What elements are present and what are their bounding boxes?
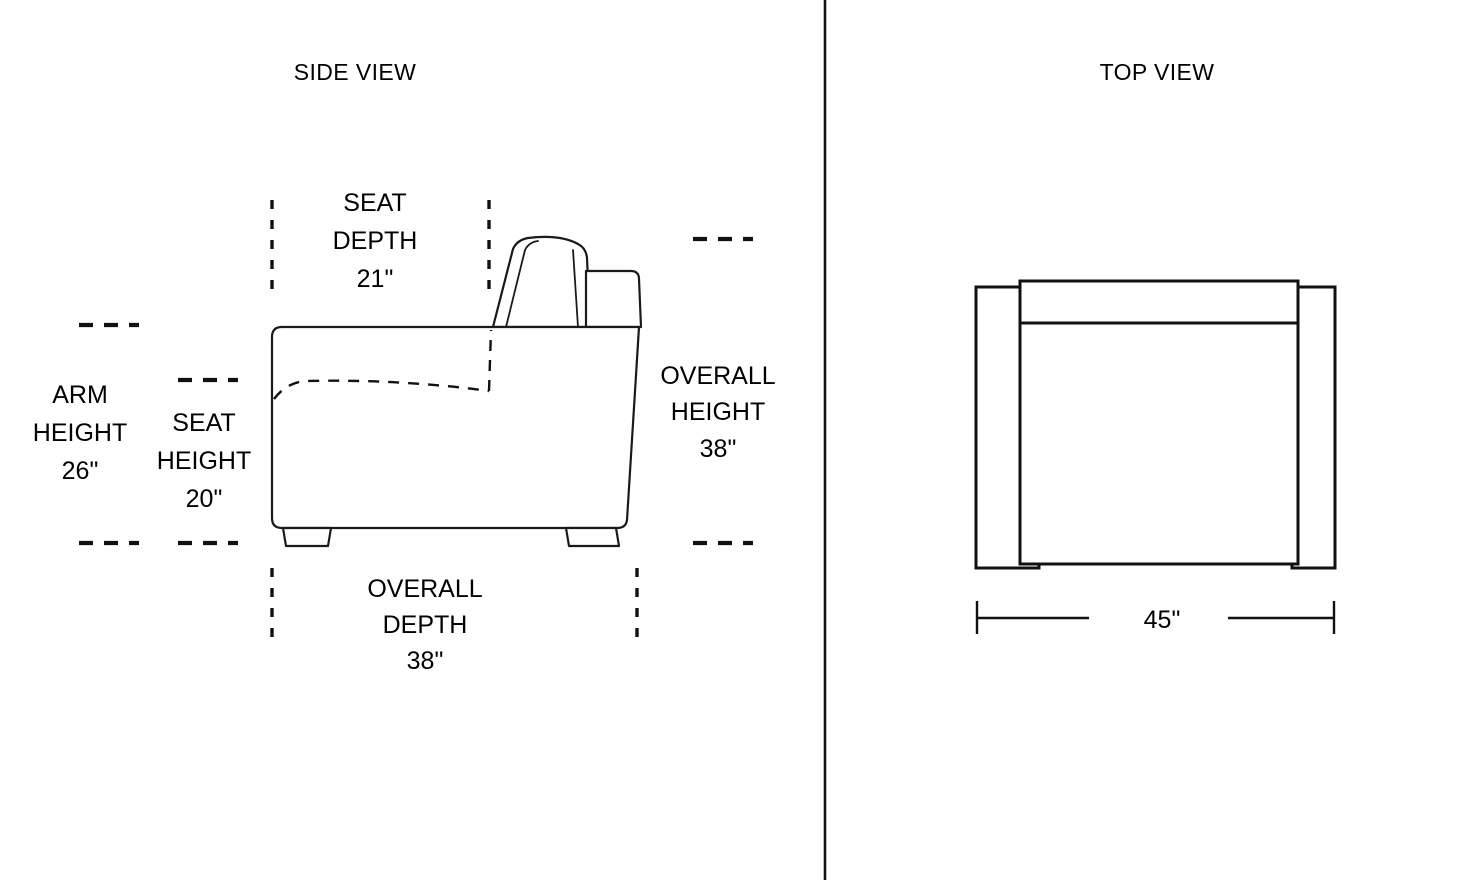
side-view-title: SIDE VIEW [294, 59, 416, 85]
seat-depth-label-group: SEAT DEPTH 21" [333, 189, 418, 293]
back-cushion-seam-right [572, 249, 579, 328]
seat-height-label-line1: SEAT [172, 409, 235, 437]
seat-depth-value: 21" [357, 265, 394, 293]
overall-height-label-line2: HEIGHT [671, 398, 765, 426]
top-view-width-dimension: 45" [975, 601, 1336, 634]
overall-depth-value: 38" [407, 647, 444, 675]
plan-seat-box [1018, 279, 1300, 566]
seat-depth-label-line2: DEPTH [333, 227, 418, 255]
overall-depth-label-line2: DEPTH [383, 611, 468, 639]
overall-depth-label-group: OVERALL DEPTH 38" [367, 575, 482, 675]
top-view-title: TOP VIEW [1100, 59, 1215, 85]
arm-height-label-group: ARM HEIGHT 26" [33, 381, 127, 485]
overall-height-value: 38" [700, 435, 737, 463]
hidden-seat-line [273, 379, 490, 400]
overall-depth-label-line1: OVERALL [367, 575, 482, 603]
seat-height-label-line2: HEIGHT [157, 447, 251, 475]
top-view-chair-plan [974, 279, 1337, 570]
back-cushion-outer [491, 235, 592, 329]
arm-height-label-line2: HEIGHT [33, 419, 127, 447]
arm-height-value: 26" [62, 457, 99, 485]
seat-height-label-group: SEAT HEIGHT 20" [157, 409, 251, 513]
front-leg [281, 526, 333, 548]
back-cushion-seam-left [505, 240, 539, 328]
seat-depth-label-line1: SEAT [343, 189, 406, 217]
top-view-width-value: 45" [1144, 606, 1181, 634]
seat-height-value: 20" [186, 485, 223, 513]
arm-body-panel [270, 325, 641, 530]
rear-leg [564, 526, 621, 548]
overall-height-label-group: OVERALL HEIGHT 38" [660, 362, 775, 463]
overall-height-label-line1: OVERALL [660, 362, 775, 390]
side-view-chair-drawing [270, 235, 643, 548]
arm-height-label-line1: ARM [52, 381, 108, 409]
rear-top-block [584, 269, 643, 329]
hidden-seat-back-line [487, 329, 493, 392]
